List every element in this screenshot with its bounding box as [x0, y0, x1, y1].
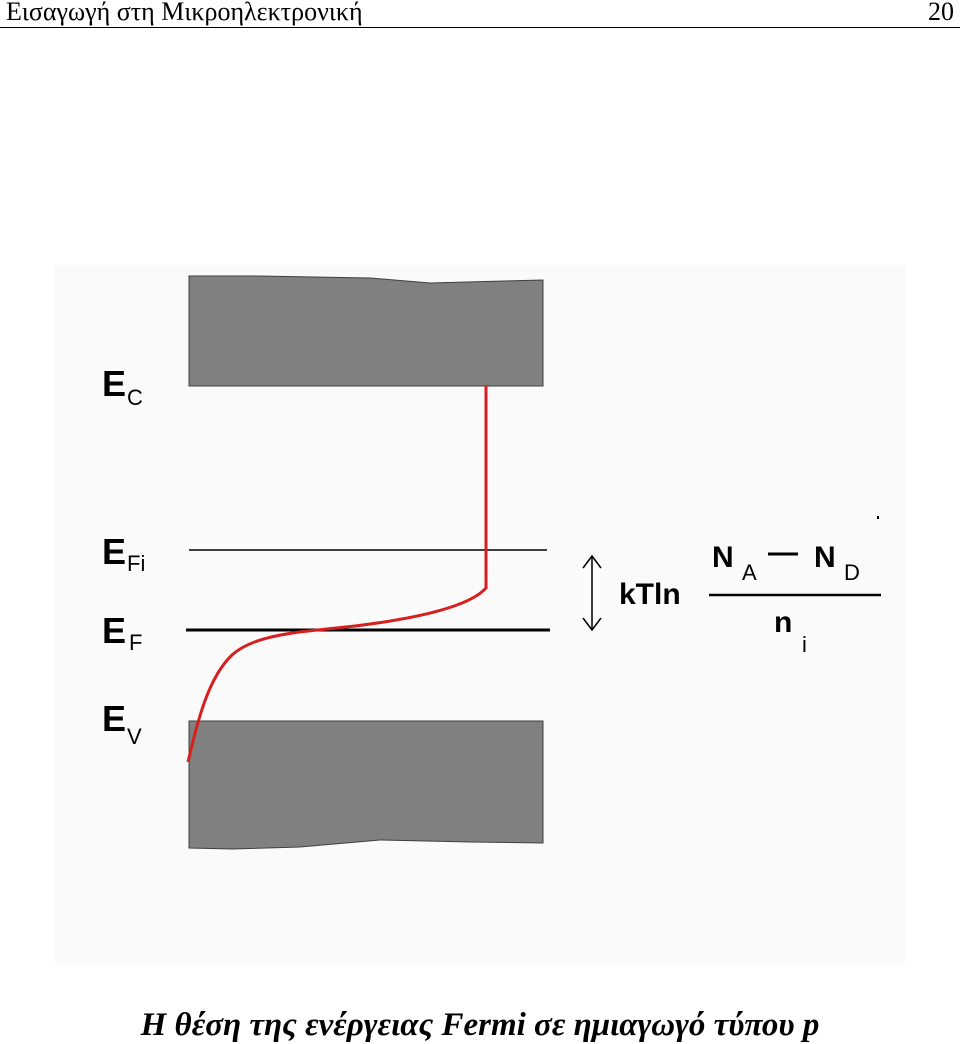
- efi-label-main: E: [102, 531, 126, 572]
- ef-label-main: E: [102, 610, 126, 651]
- header-title: Εισαγωγή στη Μικροηλεκτρονική: [6, 0, 363, 26]
- ec-label-main: E: [102, 363, 126, 404]
- formula-na: N: [712, 541, 734, 574]
- formula-nd-sub: D: [844, 560, 860, 585]
- page-header: Εισαγωγή στη Μικροηλεκτρονική 20: [0, 0, 960, 28]
- ef-label-sub: F: [129, 630, 142, 655]
- efi-label-sub: Fi: [127, 551, 145, 576]
- conduction-band: [188, 275, 544, 387]
- formula-na-sub: A: [742, 560, 757, 585]
- fermi-curve: [186, 386, 488, 763]
- figure-caption: Η θέση της ενέργειας Fermi σε ημιαγωγό τ…: [140, 1007, 820, 1043]
- valence-band: [188, 720, 544, 850]
- ev-label-sub: V: [127, 724, 142, 749]
- ev-label-main: E: [102, 698, 126, 739]
- formula-ni-sub: i: [802, 632, 807, 657]
- speck-mark: [877, 516, 879, 519]
- formula-prefix: kTln: [619, 578, 681, 611]
- formula-ni: n: [774, 606, 792, 639]
- page-number: 20: [928, 0, 954, 26]
- band-diagram: E C E Fi E F E V kTln N A N D n i: [102, 275, 881, 850]
- formula-nd: N: [814, 541, 836, 574]
- energy-gap-arrow: [582, 554, 602, 632]
- ec-label-sub: C: [127, 385, 143, 410]
